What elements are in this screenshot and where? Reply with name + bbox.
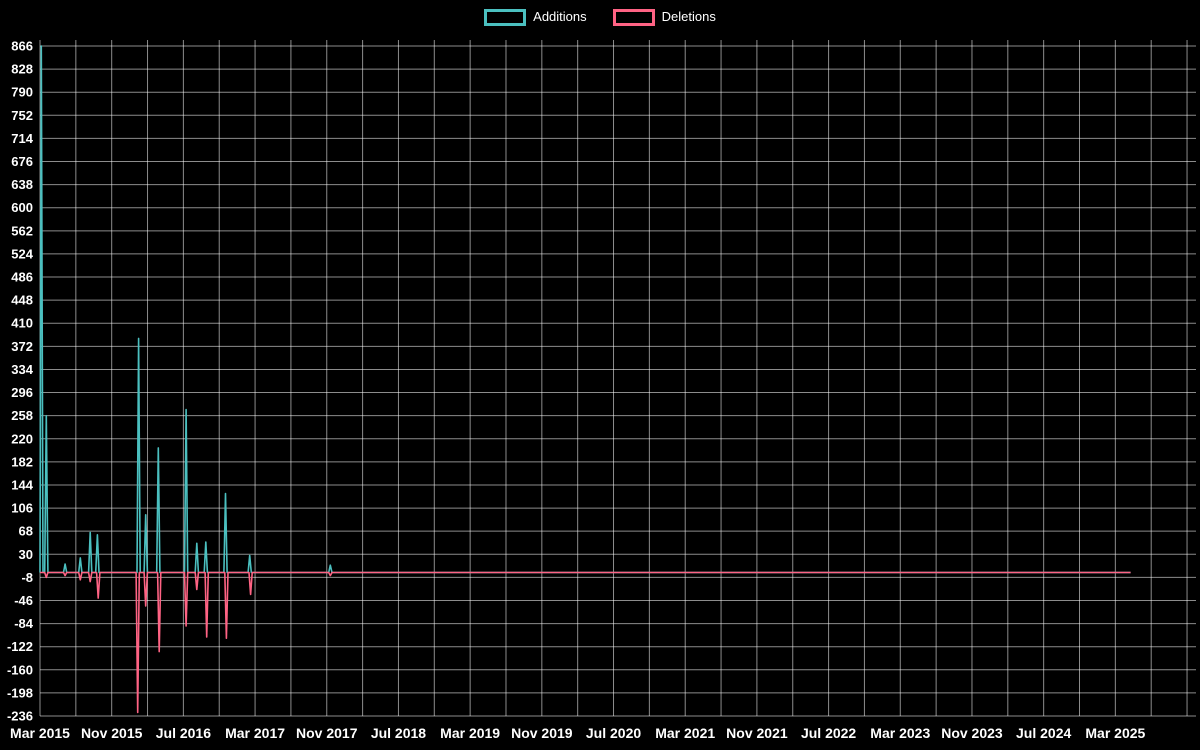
- y-tick-label: 334: [11, 362, 33, 377]
- deletions-swatch-icon: [612, 8, 655, 26]
- legend-label-deletions: Deletions: [661, 9, 716, 24]
- y-tick-label: -198: [7, 685, 33, 700]
- y-tick-label: -84: [14, 616, 34, 631]
- y-tick-label: 182: [11, 454, 33, 469]
- legend-label-additions: Additions: [533, 9, 587, 24]
- x-tick-label: Jul 2018: [371, 725, 426, 741]
- x-tick-label: Mar 2021: [655, 725, 715, 741]
- y-tick-label: -160: [7, 662, 33, 677]
- y-tick-label: 790: [11, 85, 33, 100]
- y-tick-label: 486: [11, 270, 33, 285]
- y-tick-label: 296: [11, 385, 33, 400]
- x-tick-label: Mar 2025: [1085, 725, 1145, 741]
- y-tick-label: 410: [11, 316, 33, 331]
- legend-item-deletions[interactable]: Deletions: [612, 8, 716, 26]
- x-tick-label: Jul 2020: [586, 725, 641, 741]
- y-tick-label: 562: [11, 223, 33, 238]
- series-line-additions: [39, 45, 1131, 574]
- y-tick-label: -8: [21, 570, 33, 585]
- y-tick-label: 828: [11, 62, 33, 77]
- y-tick-label: 638: [11, 177, 33, 192]
- y-tick-label: 30: [19, 547, 33, 562]
- x-tick-label: Nov 2017: [296, 725, 358, 741]
- y-tick-label: 68: [19, 524, 33, 539]
- x-tick-label: Nov 2015: [81, 725, 143, 741]
- legend-item-additions[interactable]: Additions: [484, 8, 587, 26]
- y-tick-label: -46: [14, 593, 33, 608]
- y-tick-label: 220: [11, 431, 33, 446]
- series-line-deletions: [40, 571, 1131, 714]
- y-tick-label: 372: [11, 339, 33, 354]
- y-tick-label: -122: [7, 639, 33, 654]
- x-tick-label: Jul 2024: [1016, 725, 1071, 741]
- additions-swatch-icon: [484, 8, 527, 26]
- x-tick-label: Jul 2022: [801, 725, 856, 741]
- y-tick-label: 524: [11, 246, 33, 261]
- y-tick-label: 714: [11, 131, 33, 146]
- x-tick-label: Mar 2023: [870, 725, 930, 741]
- y-tick-label: 258: [11, 408, 33, 423]
- x-tick-label: Mar 2017: [225, 725, 285, 741]
- x-tick-label: Mar 2015: [10, 725, 70, 741]
- x-tick-label: Jul 2016: [156, 725, 211, 741]
- y-tick-label: 106: [11, 501, 33, 516]
- x-tick-label: Mar 2019: [440, 725, 500, 741]
- x-tick-label: Nov 2021: [726, 725, 788, 741]
- x-tick-label: Nov 2023: [941, 725, 1003, 741]
- y-tick-label: 866: [11, 39, 33, 54]
- y-tick-label: 676: [11, 154, 33, 169]
- chart-legend: Additions Deletions: [0, 8, 1200, 26]
- y-tick-label: 752: [11, 108, 33, 123]
- y-tick-label: 144: [11, 477, 33, 492]
- x-tick-label: Nov 2019: [511, 725, 573, 741]
- y-tick-label: 600: [11, 200, 33, 215]
- y-tick-label: 448: [11, 293, 33, 308]
- y-tick-label: -236: [7, 709, 33, 724]
